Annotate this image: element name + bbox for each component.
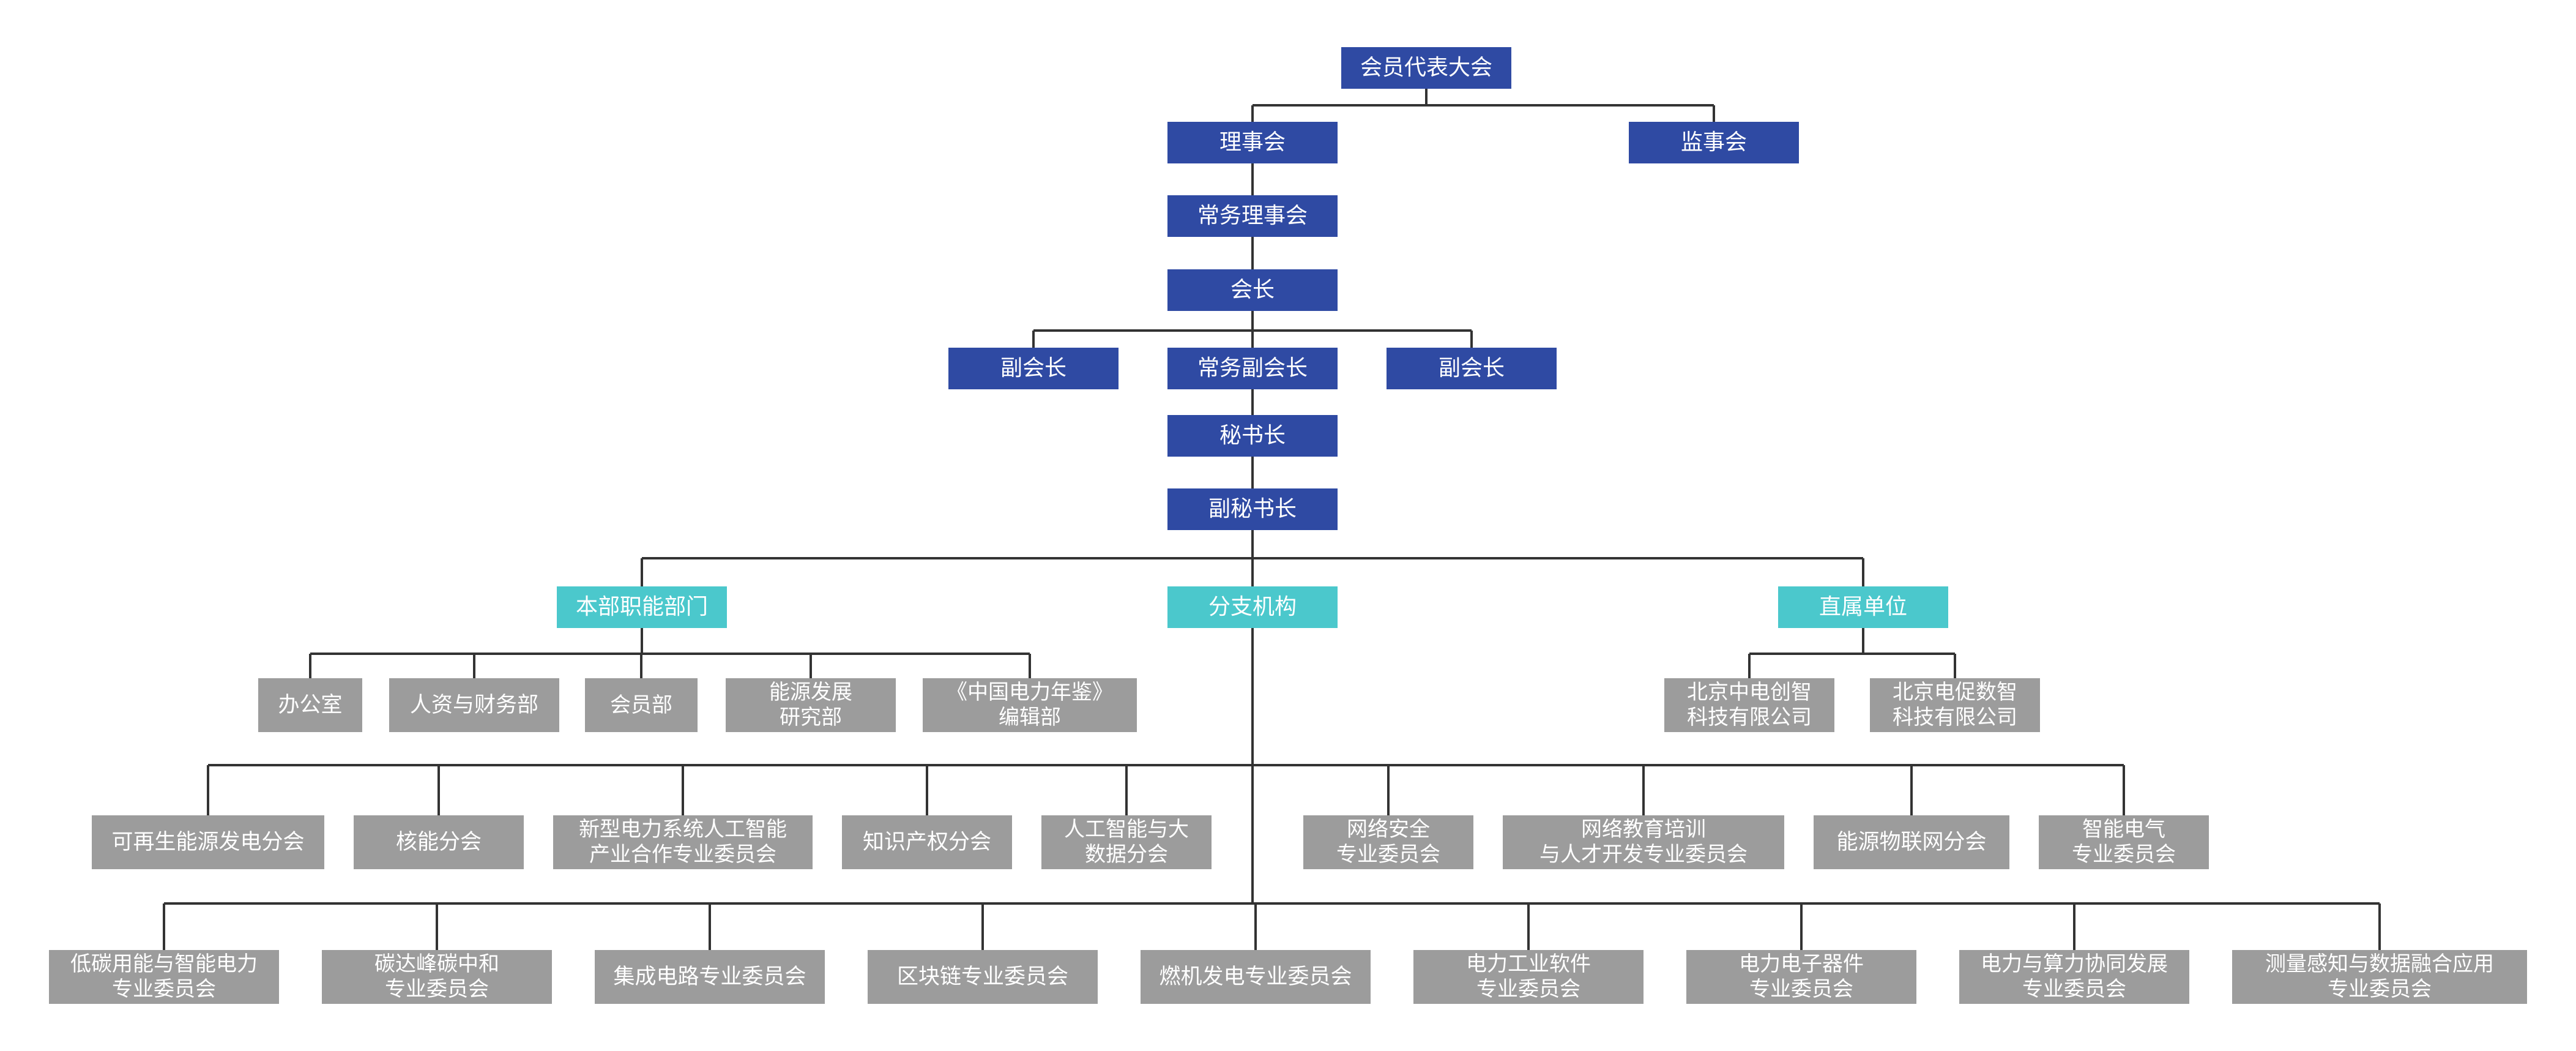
node-hr-finance: 人资与财务部 [389,678,559,732]
node-text-line: 与人才开发专业委员会 [1539,842,1748,867]
node-energy-research: 能源发展研究部 [726,678,896,732]
node-text-line: 理事会 [1219,130,1286,155]
node-standing-council: 常务理事会 [1167,195,1338,237]
node-ip-branch: 知识产权分会 [842,815,1012,869]
node-energy-iot: 能源物联网分会 [1814,815,2009,869]
node-text-line: 专业委员会 [1476,977,1580,1001]
node-text-line: 人工智能与大 [1064,817,1189,842]
node-text-line: 智能电气 [2082,817,2165,842]
node-text-line: 测量感知与数据融合应用 [2265,952,2494,977]
node-low-carbon: 低碳用能与智能电力专业委员会 [49,950,279,1004]
node-text-line: 监事会 [1680,130,1747,155]
node-text-line: 专业委员会 [2022,977,2126,1001]
node-deputy-secretary-general: 副秘书长 [1167,488,1338,530]
node-text-line: 网络安全 [1347,817,1430,842]
node-office: 办公室 [258,678,362,732]
node-text-line: 办公室 [278,693,343,717]
node-text-line: 碳达峰碳中和 [374,952,499,977]
node-branches: 分支机构 [1167,586,1338,628]
node-text-line: 电力工业软件 [1466,952,1591,977]
node-text-line: 常务副会长 [1197,356,1308,381]
node-text-line: 专业委员会 [2072,842,2176,867]
node-text-line: 专业委员会 [2328,977,2432,1001]
node-text-line: 人资与财务部 [409,693,538,717]
node-text-line: 会员代表大会 [1360,55,1492,81]
node-renewable-branch: 可再生能源发电分会 [92,815,324,869]
node-text-line: 专业委员会 [1336,842,1440,867]
node-text-line: 会员部 [610,692,672,717]
node-text-line: 集成电路专业委员会 [613,965,806,989]
node-supervisory-board: 监事会 [1629,122,1799,163]
node-text-line: 秘书长 [1219,423,1286,449]
node-text-line: 直属单位 [1818,594,1907,620]
node-text-line: 《中国电力年鉴》 [947,680,1113,705]
node-text-line: 可再生能源发电分会 [111,830,305,855]
node-text-line: 低碳用能与智能电力 [70,952,258,977]
node-text-line: 网络教育培训 [1581,817,1706,842]
node-text-line: 新型电力系统人工智能 [579,817,787,842]
node-text-line: 电力与算力协同发展 [1981,952,2168,977]
node-text-line: 副秘书长 [1208,496,1297,522]
node-cyber-security: 网络安全专业委员会 [1303,815,1473,869]
node-executive-vice-president: 常务副会长 [1167,348,1338,389]
node-text-line: 核能分会 [395,830,482,855]
node-vice-president-right: 副会长 [1387,348,1557,389]
node-text-line: 数据分会 [1085,842,1168,867]
node-online-education: 网络教育培训与人才开发专业委员会 [1503,815,1784,869]
node-text-line: 副会长 [1438,356,1505,381]
node-text-line: 能源发展 [769,680,852,705]
node-text-line: 科技有限公司 [1687,705,1812,730]
node-text-line: 本部职能部门 [575,594,708,620]
node-ai-power-system: 新型电力系统人工智能产业合作专业委员会 [553,815,813,869]
node-text-line: 专业委员会 [1749,977,1853,1001]
node-yearbook-editorial: 《中国电力年鉴》编辑部 [923,678,1137,732]
node-text-line: 会长 [1230,277,1275,303]
node-text-line: 专业委员会 [385,977,489,1001]
node-smart-electric: 智能电气专业委员会 [2039,815,2209,869]
node-text-line: 电力电子器件 [1739,952,1864,977]
node-sensing-fusion: 测量感知与数据融合应用专业委员会 [2232,950,2527,1004]
node-text-line: 副会长 [1000,356,1067,381]
node-vice-president-left: 副会长 [948,348,1119,389]
node-text-line: 研究部 [780,705,842,730]
node-ic-committee: 集成电路专业委员会 [595,950,825,1004]
node-text-line: 专业委员会 [112,977,216,1001]
node-text-line: 燃机发电专业委员会 [1159,965,1352,989]
node-text-line: 北京中电创智 [1687,680,1812,705]
node-secretary-general: 秘书长 [1167,415,1338,457]
node-industrial-software: 电力工业软件专业委员会 [1413,950,1644,1004]
node-carbon-peak: 碳达峰碳中和专业委员会 [322,950,552,1004]
node-ai-bigdata: 人工智能与大数据分会 [1041,815,1212,869]
node-text-line: 知识产权分会 [862,830,991,855]
node-power-electronics: 电力电子器件专业委员会 [1686,950,1916,1004]
node-president: 会长 [1167,269,1338,311]
node-blockchain: 区块链专业委员会 [868,950,1098,1004]
node-general-assembly: 会员代表大会 [1341,47,1511,89]
node-text-line: 分支机构 [1208,594,1297,620]
node-text-line: 常务理事会 [1197,203,1308,229]
node-text-line: 产业合作专业委员会 [589,842,776,867]
node-gas-turbine: 燃机发电专业委员会 [1141,950,1371,1004]
node-beijing-dianchu: 北京电促数智科技有限公司 [1870,678,2040,732]
node-hq-departments: 本部职能部门 [557,586,727,628]
node-beijing-zhongdian: 北京中电创智科技有限公司 [1664,678,1834,732]
node-text-line: 区块链专业委员会 [896,965,1068,989]
node-subsidiaries: 直属单位 [1778,586,1948,628]
node-council: 理事会 [1167,122,1338,163]
node-membership-dept: 会员部 [585,678,698,732]
node-text-line: 北京电促数智 [1893,680,2017,705]
node-text-line: 编辑部 [999,705,1061,730]
node-text-line: 能源物联网分会 [1836,830,1987,855]
node-nuclear-branch: 核能分会 [354,815,524,869]
node-text-line: 科技有限公司 [1893,705,2017,730]
node-compute-power: 电力与算力协同发展专业委员会 [1959,950,2189,1004]
